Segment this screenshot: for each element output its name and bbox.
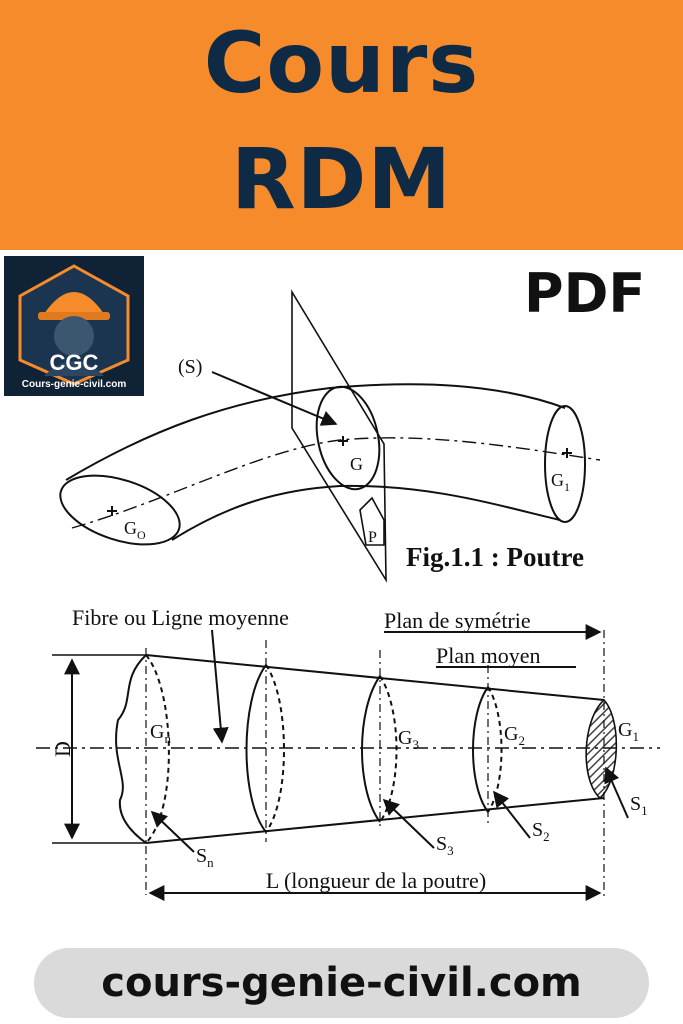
label-d: D: [50, 741, 75, 757]
svg-text:Gn: Gn: [150, 721, 171, 746]
label-gn: G: [150, 721, 164, 743]
logo-monogram: CGC: [50, 350, 99, 375]
site-logo[interactable]: CGC Cours-genie-civil.com: [4, 256, 144, 396]
label-go: G: [124, 518, 137, 538]
svg-text:G2: G2: [504, 723, 525, 748]
section-s2-front: [472, 686, 489, 813]
label-plan-symetrie: Plan de symétrie: [384, 608, 531, 633]
figure-2-tapered-beam: [36, 624, 660, 901]
figure-1-beam: [59, 289, 601, 583]
label-s1: S: [630, 793, 641, 815]
arrow-sn: [150, 810, 195, 853]
svg-text:S3: S3: [436, 833, 454, 858]
label-fibre: Fibre ou Ligne moyenne: [72, 605, 289, 630]
arrow-fibre: [211, 629, 229, 744]
title-line-1: Cours: [203, 14, 480, 112]
arrow-s: [211, 371, 338, 426]
pdf-badge: PDF: [524, 262, 646, 325]
section-mid-front: [245, 664, 267, 833]
taper-bottom-edge: [145, 797, 605, 844]
label-g2: G: [504, 723, 518, 745]
beam-end-g1: [544, 405, 586, 523]
beam-top-edge: [65, 383, 566, 481]
centroid-g: [338, 436, 348, 446]
label-s2: S: [532, 819, 543, 841]
arrow-s3: [382, 798, 435, 849]
section-s3-back: [379, 675, 398, 823]
label-plan-moyen: Plan moyen: [436, 643, 541, 668]
section-mid-back: [265, 664, 285, 833]
svg-text:G3: G3: [398, 727, 419, 752]
beam-mean-line: [71, 437, 601, 529]
logo-caption: Cours-genie-civil.com: [21, 379, 127, 390]
arrow-s1: [604, 766, 629, 819]
label-g1-fig2: G: [618, 719, 632, 741]
beam-figures: (S) G G1 GO P Fig.1.1 : Poutre: [36, 289, 660, 901]
label-s: (S): [178, 356, 202, 378]
svg-text:S2: S2: [532, 819, 550, 844]
engineer-helmet-icon: CGC: [18, 264, 130, 386]
label-sn: S: [196, 845, 207, 867]
svg-text:G1: G1: [551, 470, 570, 494]
section-sn-front: [115, 654, 147, 844]
label-g1: G: [551, 470, 564, 490]
svg-text:Sn: Sn: [196, 845, 214, 870]
label-p: P: [368, 529, 377, 546]
arrow-s2: [493, 790, 531, 839]
svg-text:GO: GO: [124, 518, 146, 542]
footer-url[interactable]: cours-genie-civil.com: [101, 960, 582, 1006]
label-g: G: [350, 454, 363, 474]
centroid-go: [107, 506, 117, 516]
label-g3: G: [398, 727, 412, 749]
svg-text:S1: S1: [630, 793, 648, 818]
title-line-2: RDM: [231, 130, 452, 228]
title-banner: Cours RDM: [0, 0, 683, 250]
beam-end-go: [59, 474, 181, 546]
centroid-g1: [562, 448, 572, 458]
figure-1-caption: Fig.1.1 : Poutre: [406, 542, 584, 572]
plane-p: [359, 496, 385, 546]
taper-top-edge: [145, 654, 605, 701]
plane-s: [291, 289, 387, 583]
section-s3-front: [361, 675, 381, 823]
section-sn-back: [145, 654, 170, 844]
svg-text:G1: G1: [618, 719, 639, 744]
label-length: L (longueur de la poutre): [266, 868, 486, 893]
beam-bottom-edge: [171, 484, 561, 541]
footer-pill[interactable]: cours-genie-civil.com: [34, 948, 649, 1018]
label-s3: S: [436, 833, 447, 855]
